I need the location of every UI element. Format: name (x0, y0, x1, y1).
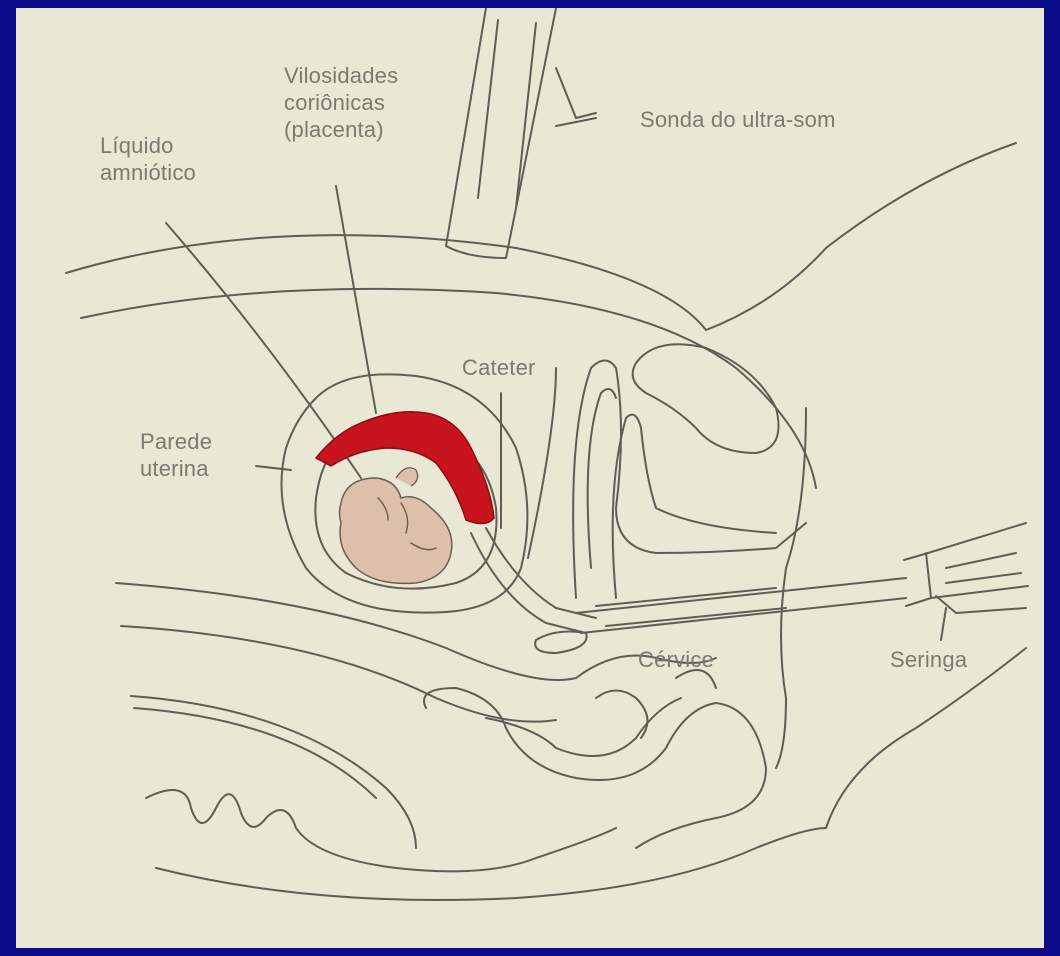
label-vilosidades-line3: (placenta) (284, 116, 398, 143)
label-parede-line2: uterina (140, 455, 212, 482)
label-seringa: Seringa (890, 646, 967, 673)
label-parede-line1: Parede (140, 428, 212, 455)
label-parede: Parede uterina (140, 428, 212, 482)
label-liquido-line2: amniótico (100, 159, 196, 186)
label-vilosidades-line2: coriônicas (284, 89, 398, 116)
label-sonda: Sonda do ultra-som (640, 106, 836, 133)
label-cervice: Cérvice (638, 646, 714, 673)
label-liquido-line1: Líquido (100, 132, 196, 159)
label-vilosidades: Vilosidades coriônicas (placenta) (284, 62, 398, 143)
diagram-panel: Vilosidades coriônicas (placenta) Líquid… (16, 8, 1044, 948)
label-cervice-text: Cérvice (638, 646, 714, 673)
label-seringa-text: Seringa (890, 646, 967, 673)
label-cateter-text: Cateter (462, 354, 536, 381)
label-sonda-text: Sonda do ultra-som (640, 106, 836, 133)
label-cateter: Cateter (462, 354, 536, 381)
label-liquido: Líquido amniótico (100, 132, 196, 186)
label-vilosidades-line1: Vilosidades (284, 62, 398, 89)
